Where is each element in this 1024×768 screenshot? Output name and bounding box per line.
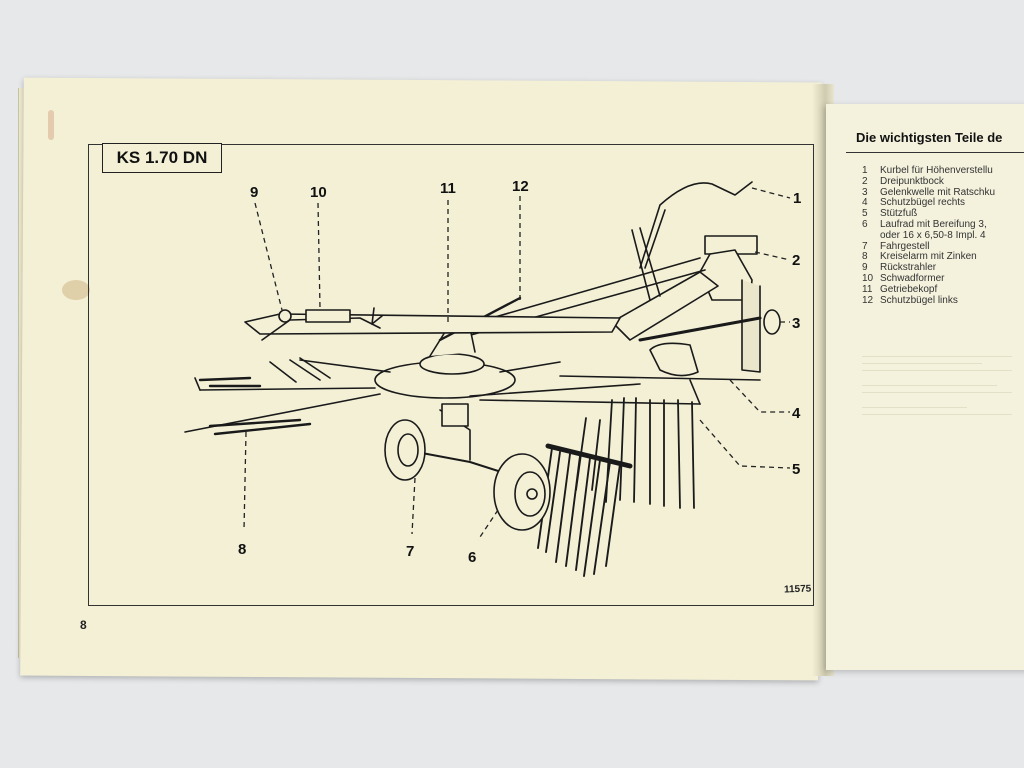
callout-2: 2 [792, 252, 800, 269]
stain [62, 280, 90, 300]
callout-6: 6 [468, 549, 476, 566]
show-through-text [862, 350, 1012, 500]
callout-4: 4 [792, 405, 801, 422]
callout-1: 1 [793, 190, 801, 207]
callout-5: 5 [792, 461, 800, 478]
heading-rule [846, 152, 1024, 153]
callout-10: 10 [310, 184, 327, 201]
page-number: 8 [80, 618, 87, 632]
callout-12: 12 [512, 178, 529, 195]
callout-7: 7 [406, 543, 414, 560]
parts-heading: Die wichtigsten Teile de [856, 130, 1003, 145]
callout-11: 11 [440, 180, 456, 197]
figure-frame [88, 144, 814, 606]
callout-3: 3 [792, 315, 800, 332]
model-label: KS 1.70 DN [102, 143, 222, 173]
callout-9: 9 [250, 184, 258, 201]
list-item: oder 16 x 6,50-8 Impl. 4 [880, 229, 986, 241]
figure-number: 11575 [783, 583, 812, 596]
callout-8: 8 [238, 541, 246, 558]
right-page [826, 104, 1024, 670]
stain [48, 110, 54, 140]
